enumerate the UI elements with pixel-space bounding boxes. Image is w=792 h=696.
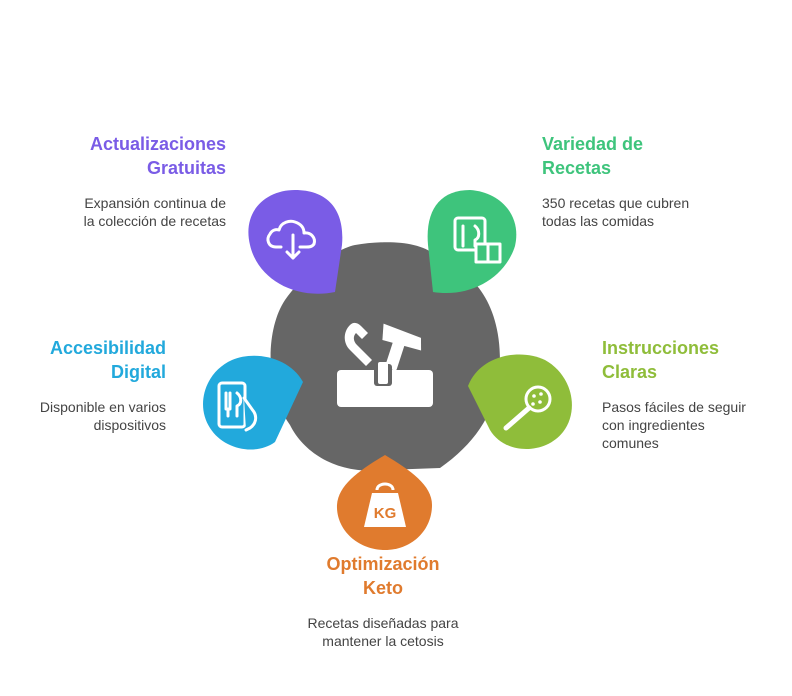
petal-shape — [468, 354, 572, 450]
desc-line: con ingredientes — [602, 417, 705, 433]
desc-line: todas las comidas — [542, 213, 655, 229]
item-instrucciones: Instrucciones Claras Pasos fáciles de se… — [602, 336, 782, 452]
item-optimizacion: Optimización Keto Recetas diseñadas para… — [283, 552, 483, 650]
title-line: Actualizaciones — [89, 134, 226, 154]
desc-line: Pasos fáciles de seguir — [602, 399, 746, 415]
item-title: Variedad de Recetas — [542, 132, 762, 180]
central-hub — [270, 242, 500, 471]
desc-line: Recetas diseñadas para — [307, 615, 459, 631]
petal-accesibilidad — [203, 355, 303, 450]
hub-circle — [270, 242, 500, 471]
title-line: Claras — [602, 362, 658, 382]
recipe-book-icon — [453, 216, 502, 264]
desc-line: la colección de recetas — [83, 213, 226, 229]
title-line: Gratuitas — [146, 158, 226, 178]
skimmer-spoon-icon — [503, 385, 552, 431]
item-description: Pasos fáciles de seguir con ingredientes… — [602, 398, 782, 452]
title-line: Accesibilidad — [49, 338, 166, 358]
kettlebell-kg-icon: KG — [364, 482, 406, 527]
petal-instrucciones — [468, 354, 572, 450]
desc-line: dispositivos — [93, 417, 166, 433]
petal-actualizaciones — [248, 190, 343, 294]
item-description: Recetas diseñadas para mantener la cetos… — [283, 614, 483, 650]
item-description: Expansión continua de la colección de re… — [40, 194, 226, 230]
kg-label: KG — [374, 505, 397, 522]
title-line: Optimización — [326, 554, 440, 574]
desc-line: comunes — [602, 435, 659, 451]
desc-line: mantener la cetosis — [322, 633, 444, 649]
item-actualizaciones: Actualizaciones Gratuitas Expansión cont… — [40, 132, 226, 230]
item-title: Optimización Keto — [283, 552, 483, 600]
petal-optimizacion: KG — [336, 455, 432, 550]
desc-line: Expansión continua de — [84, 195, 226, 211]
item-accesibilidad: Accesibilidad Digital Disponible en vari… — [10, 336, 166, 434]
petal-shape — [248, 190, 343, 294]
title-line: Recetas — [542, 158, 612, 178]
title-line: Keto — [363, 578, 403, 598]
phone-recipe-icon — [217, 381, 258, 432]
desc-line: 350 recetas que cubren — [542, 195, 690, 211]
desc-line: Disponible en varios — [39, 399, 166, 415]
item-title: Instrucciones Claras — [602, 336, 782, 384]
toolbox-icon — [337, 322, 433, 407]
petal-shape — [427, 190, 517, 294]
item-title: Accesibilidad Digital — [10, 336, 166, 384]
item-description: 350 recetas que cubren todas las comidas — [542, 194, 762, 230]
title-line: Instrucciones — [602, 338, 720, 358]
item-variedad: Variedad de Recetas 350 recetas que cubr… — [542, 132, 762, 230]
cloud-download-icon — [266, 219, 316, 260]
petal-variedad — [427, 190, 517, 294]
title-line: Digital — [110, 362, 166, 382]
item-title: Actualizaciones Gratuitas — [40, 132, 226, 180]
item-description: Disponible en varios dispositivos — [10, 398, 166, 434]
title-line: Variedad de — [542, 134, 644, 154]
